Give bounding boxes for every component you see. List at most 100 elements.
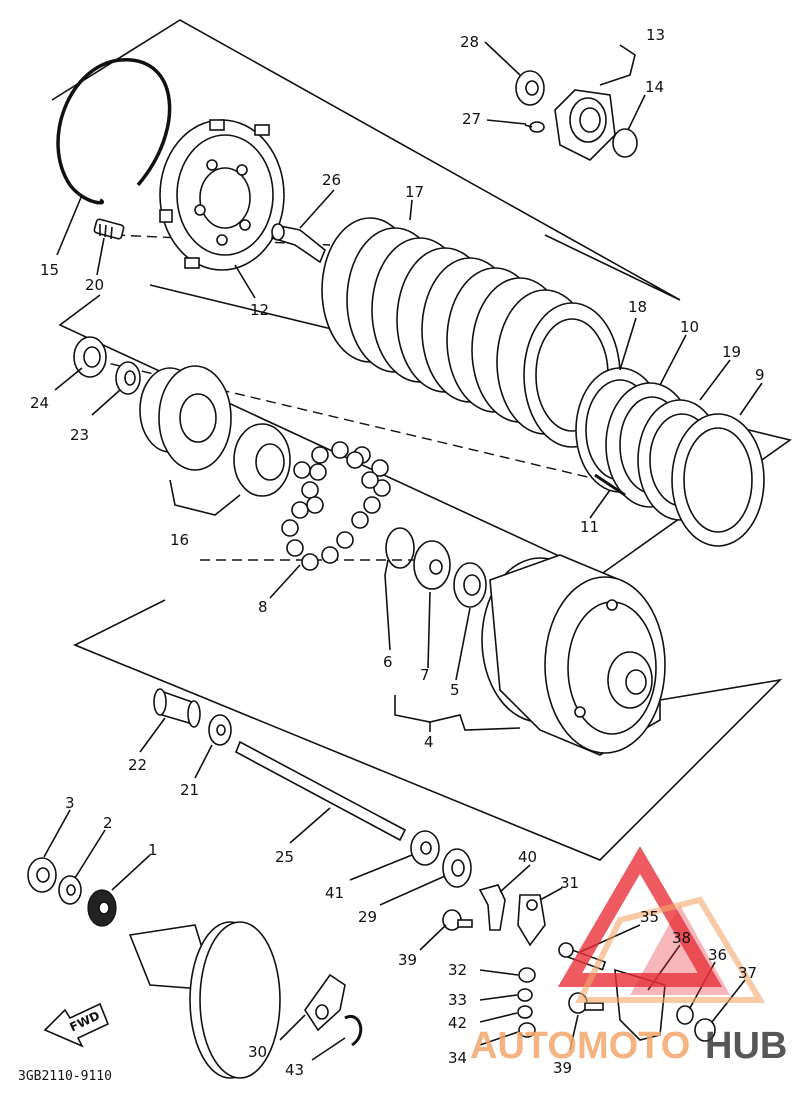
part-9-plate: [671, 413, 765, 547]
label-21: 21: [180, 781, 199, 799]
label-26: 26: [322, 171, 341, 189]
watermark-text-automoto: AUTOMOTO: [470, 1025, 690, 1067]
part-43-circlip: [344, 1014, 363, 1047]
label-37: 37: [738, 964, 757, 982]
part-27-screw: [524, 121, 545, 133]
part-29-seal: [442, 848, 472, 888]
label-39-lower: 39: [553, 1059, 572, 1077]
part-16-gear-assembly: [139, 365, 291, 497]
label-2: 2: [103, 814, 113, 832]
label-40: 40: [518, 848, 537, 866]
ball: [346, 451, 364, 469]
part-14-circlip: [612, 128, 638, 158]
part-30-plate: [304, 973, 346, 1032]
part-33-washer: [517, 988, 533, 1002]
ball: [291, 501, 309, 519]
part-31-lever: [517, 894, 546, 947]
part-36-washer: [676, 1005, 694, 1025]
part-8-balls: [281, 441, 391, 571]
part-4-clutch-basket: [481, 554, 666, 756]
label-7: 7: [420, 666, 430, 684]
ball: [371, 459, 389, 477]
crankshaft-disc: [128, 921, 281, 1079]
part-42-washer: [517, 1005, 533, 1019]
ball: [281, 519, 299, 537]
diagram-code: 3GB2110-9110: [18, 1069, 112, 1084]
label-27: 27: [462, 110, 481, 128]
label-19: 19: [722, 343, 741, 361]
part-28-bearing: [515, 70, 545, 106]
part-20-spring: [93, 218, 125, 240]
label-41: 41: [325, 884, 344, 902]
label-30: 30: [248, 1043, 267, 1061]
part-32-nut: [518, 967, 536, 983]
label-12: 12: [250, 301, 269, 319]
label-11: 11: [580, 518, 599, 536]
ball: [293, 461, 311, 479]
label-36: 36: [708, 946, 727, 964]
part-6-circlip: [385, 527, 415, 569]
part-1-gear: [87, 889, 117, 927]
part-39-bolt-upper: [442, 909, 473, 931]
part-12-pressure-plate: [159, 119, 285, 271]
label-22: 22: [128, 756, 147, 774]
label-5: 5: [450, 681, 460, 699]
part-34-nut: [518, 1022, 536, 1038]
label-29: 29: [358, 908, 377, 926]
part-17-plate-stack: [321, 217, 621, 448]
label-23: 23: [70, 426, 89, 444]
part-26-push-rod: [271, 223, 326, 264]
label-39-upper: 39: [398, 951, 417, 969]
label-32: 32: [448, 961, 467, 979]
label-33: 33: [448, 991, 467, 1009]
watermark-logo: AUTOMOTO HUB: [470, 846, 787, 1067]
label-15: 15: [40, 261, 59, 279]
label-35: 35: [640, 908, 659, 926]
fwd-arrow: FWD: [43, 1002, 110, 1048]
part-13-housing: [554, 89, 616, 161]
part-11-pin: [594, 473, 626, 497]
label-4: 4: [424, 733, 434, 751]
label-10: 10: [680, 318, 699, 336]
ball: [301, 553, 319, 571]
ball: [321, 546, 339, 564]
ball: [306, 496, 324, 514]
part-labels: 28 27 13 14 15 20 12 26 17 18 10 19 9 11…: [30, 26, 765, 1079]
part-25-push-rod: [234, 740, 407, 842]
label-13: 13: [646, 26, 665, 44]
label-20: 20: [85, 276, 104, 294]
ball: [286, 539, 304, 557]
label-38: 38: [672, 929, 691, 947]
part-23-washer: [115, 361, 141, 395]
ball: [311, 446, 329, 464]
watermark-text-hub: HUB: [705, 1025, 787, 1067]
label-1: 1: [148, 841, 158, 859]
part-40-lever: [478, 884, 506, 931]
label-31: 31: [560, 874, 579, 892]
part-3-nut: [27, 857, 57, 893]
label-6: 6: [383, 653, 393, 671]
label-17: 17: [405, 183, 424, 201]
label-25: 25: [275, 848, 294, 866]
label-3: 3: [65, 794, 75, 812]
ball: [301, 481, 319, 499]
ball: [309, 463, 327, 481]
ball: [363, 496, 381, 514]
part-5-spacer: [453, 562, 487, 608]
part-24-seal: [73, 336, 107, 378]
part-22-bushing: [153, 688, 201, 728]
label-9: 9: [755, 366, 765, 384]
label-24: 24: [30, 394, 49, 412]
label-34: 34: [448, 1049, 467, 1067]
label-28: 28: [460, 33, 479, 51]
ball: [331, 441, 349, 459]
label-43: 43: [285, 1061, 304, 1079]
ball: [336, 531, 354, 549]
label-42: 42: [448, 1014, 467, 1032]
part-37-nut: [694, 1018, 716, 1042]
label-18: 18: [628, 298, 647, 316]
label-16: 16: [170, 531, 189, 549]
part-41-washer: [410, 830, 440, 866]
part-15-wire-ring: [56, 58, 172, 205]
